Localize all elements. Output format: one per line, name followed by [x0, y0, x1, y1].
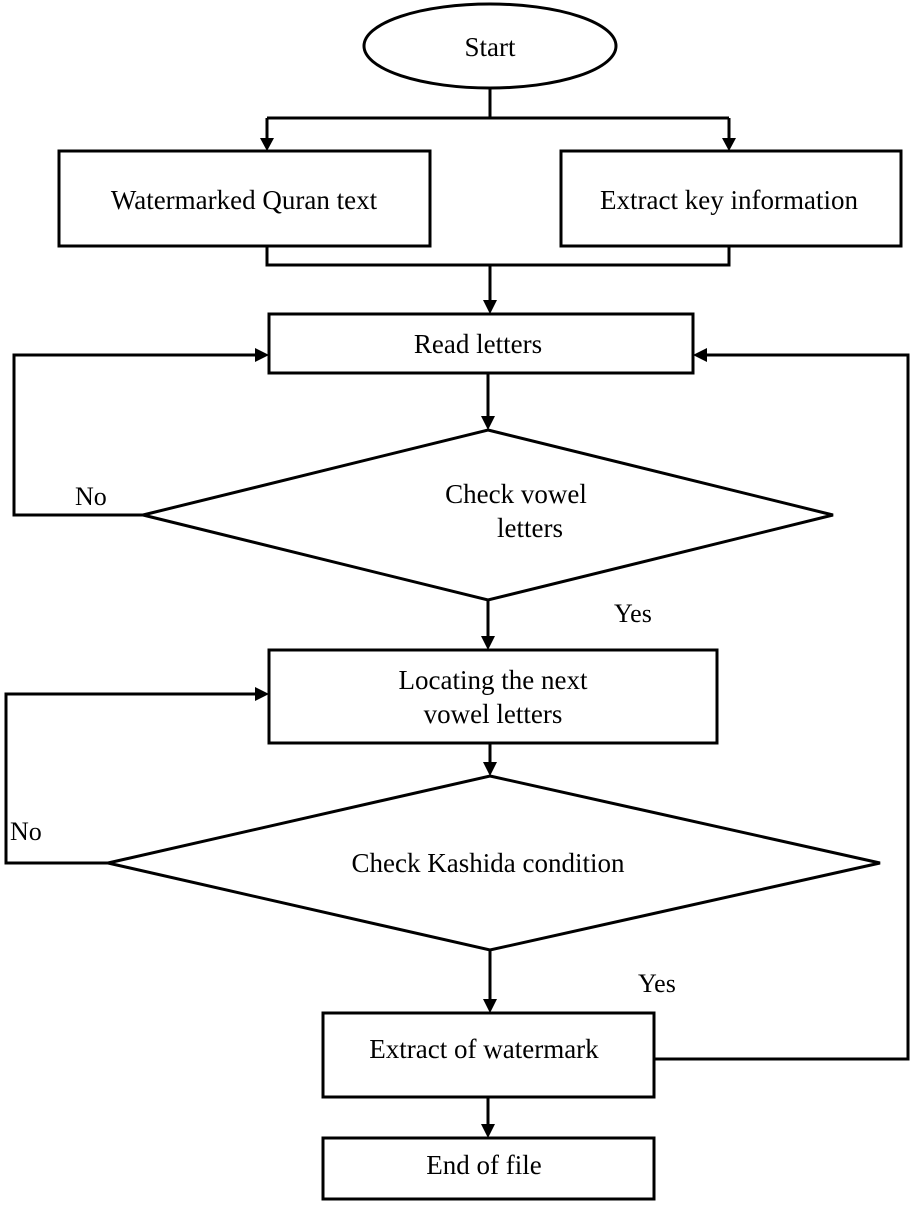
watermarked-text-box: [57, 149, 432, 248]
locate-vowel-label-line-1: Locating the next: [399, 665, 588, 695]
arrow-vowel-no-to-read: [255, 348, 269, 362]
arrow-to-extract-key: [722, 138, 736, 151]
extract-key-box: [559, 149, 903, 248]
connector-start-split: [265, 88, 731, 140]
arrow-extract-loop-to-read: [693, 348, 707, 362]
locate-vowel-box: [267, 648, 719, 745]
arrow-kashida-no-to-locate: [255, 687, 269, 701]
extract-key-label: Extract key information: [600, 185, 858, 215]
connector-extract-loop: [654, 353, 910, 1061]
arrow-to-check-kashida: [483, 762, 497, 776]
end-of-file-label: End of file: [426, 1150, 541, 1180]
kashida-yes-label: Yes: [638, 969, 676, 998]
extract-watermark-box: [321, 1011, 656, 1099]
kashida-no-label: No: [10, 817, 42, 846]
vowel-no-label: No: [75, 482, 107, 511]
end-of-file-box: [321, 1136, 656, 1201]
extract-watermark-label: Extract of watermark: [369, 1034, 599, 1064]
check-vowel-label-line-1: Check vowel: [445, 479, 587, 509]
read-letters-box: [267, 312, 695, 375]
arrow-to-read-letters: [483, 300, 497, 314]
watermarked-text-label: Watermarked Quran text: [111, 185, 378, 215]
connector-vowel-no-loop: [12, 353, 257, 517]
arrow-to-end-of-file: [481, 1124, 495, 1138]
check-kashida-label: Check Kashida condition: [352, 848, 625, 878]
check-vowel-decision: [142, 428, 834, 602]
connector-kashida-no-loop: [4, 692, 257, 865]
start-label: Start: [465, 32, 516, 62]
check-vowel-label-line-2: letters: [497, 513, 563, 543]
arrow-to-extract-watermark: [483, 999, 497, 1013]
arrow-to-check-vowel: [481, 416, 495, 430]
arrow-to-locate-vowel: [481, 636, 495, 650]
locate-vowel-label-line-2: vowel letters: [424, 699, 563, 729]
read-letters-label: Read letters: [414, 329, 542, 359]
connector-merge: [265, 246, 731, 302]
vowel-yes-label: Yes: [614, 599, 652, 628]
arrow-to-watermarked-text: [260, 138, 274, 151]
